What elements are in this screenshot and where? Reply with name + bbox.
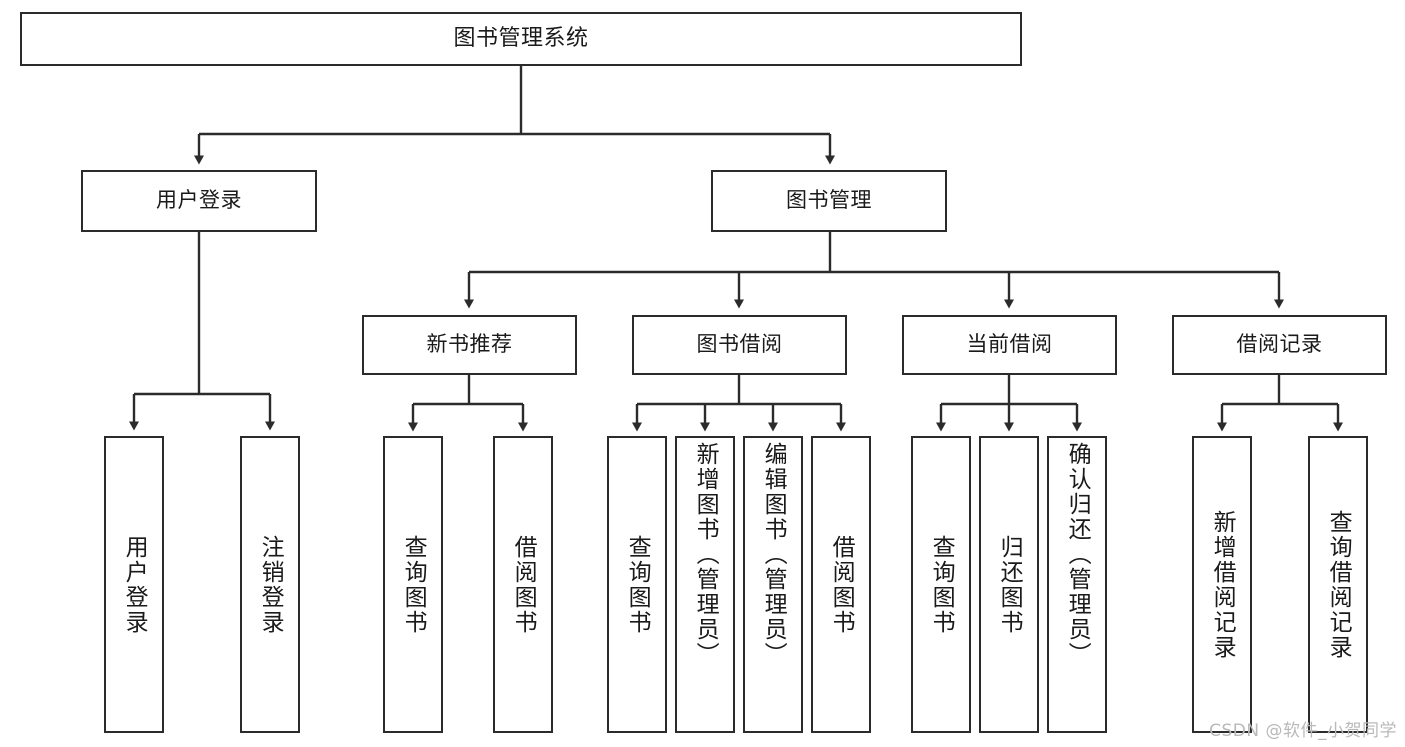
node-label: 借阅图书 [828, 534, 855, 635]
node-label: 用户登录 [156, 188, 242, 213]
node-label: 新增图书（管理员） [692, 442, 719, 667]
node-leaf-query-book-recommend[interactable]: 查询图书 [383, 436, 443, 733]
node-leaf-edit-book[interactable]: 编辑图书（管理员） [743, 436, 803, 733]
node-borrow-record[interactable]: 借阅记录 [1172, 315, 1387, 375]
node-label: 图书借阅 [696, 332, 783, 357]
node-leaf-query-borrow-record[interactable]: 查询借阅记录 [1308, 436, 1368, 733]
node-label: 用户登录 [121, 534, 148, 635]
node-current-borrow[interactable]: 当前借阅 [902, 315, 1117, 375]
node-label: 确认归还（管理员） [1064, 442, 1091, 667]
node-label: 归还图书 [996, 534, 1023, 635]
node-leaf-borrow-book-recommend[interactable]: 借阅图书 [493, 436, 553, 733]
node-leaf-query-book-borrow[interactable]: 查询图书 [607, 436, 667, 733]
node-root-book-management-system[interactable]: 图书管理系统 [20, 12, 1022, 66]
node-book-management[interactable]: 图书管理 [711, 170, 947, 232]
csdn-watermark: CSDN @软件_小贺同学 [1209, 721, 1397, 741]
node-label: 查询图书 [928, 534, 955, 635]
node-label: 编辑图书（管理员） [760, 442, 787, 667]
node-leaf-query-book-current[interactable]: 查询图书 [911, 436, 971, 733]
node-label: 当前借阅 [966, 332, 1053, 357]
node-label: 查询借阅记录 [1325, 509, 1352, 660]
node-label: 图书管理系统 [453, 25, 589, 51]
node-leaf-return-book[interactable]: 归还图书 [979, 436, 1039, 733]
node-leaf-confirm-return[interactable]: 确认归还（管理员） [1047, 436, 1107, 733]
node-label: 查询图书 [624, 534, 651, 635]
node-user-login[interactable]: 用户登录 [81, 170, 317, 232]
node-label: 借阅图书 [510, 534, 537, 635]
node-leaf-add-book[interactable]: 新增图书（管理员） [675, 436, 735, 733]
node-label: 注销登录 [257, 534, 284, 635]
node-new-book-recommend[interactable]: 新书推荐 [362, 315, 577, 375]
node-label: 查询图书 [400, 534, 427, 635]
node-book-borrow[interactable]: 图书借阅 [632, 315, 847, 375]
node-leaf-borrow-book[interactable]: 借阅图书 [811, 436, 871, 733]
node-label: 新增借阅记录 [1209, 509, 1236, 660]
node-label: 新书推荐 [426, 332, 513, 357]
node-label: 图书管理 [786, 188, 872, 213]
node-leaf-add-borrow-record[interactable]: 新增借阅记录 [1192, 436, 1252, 733]
node-leaf-user-logout[interactable]: 注销登录 [240, 436, 300, 733]
node-label: 借阅记录 [1236, 332, 1323, 357]
node-leaf-user-login[interactable]: 用户登录 [104, 436, 164, 733]
